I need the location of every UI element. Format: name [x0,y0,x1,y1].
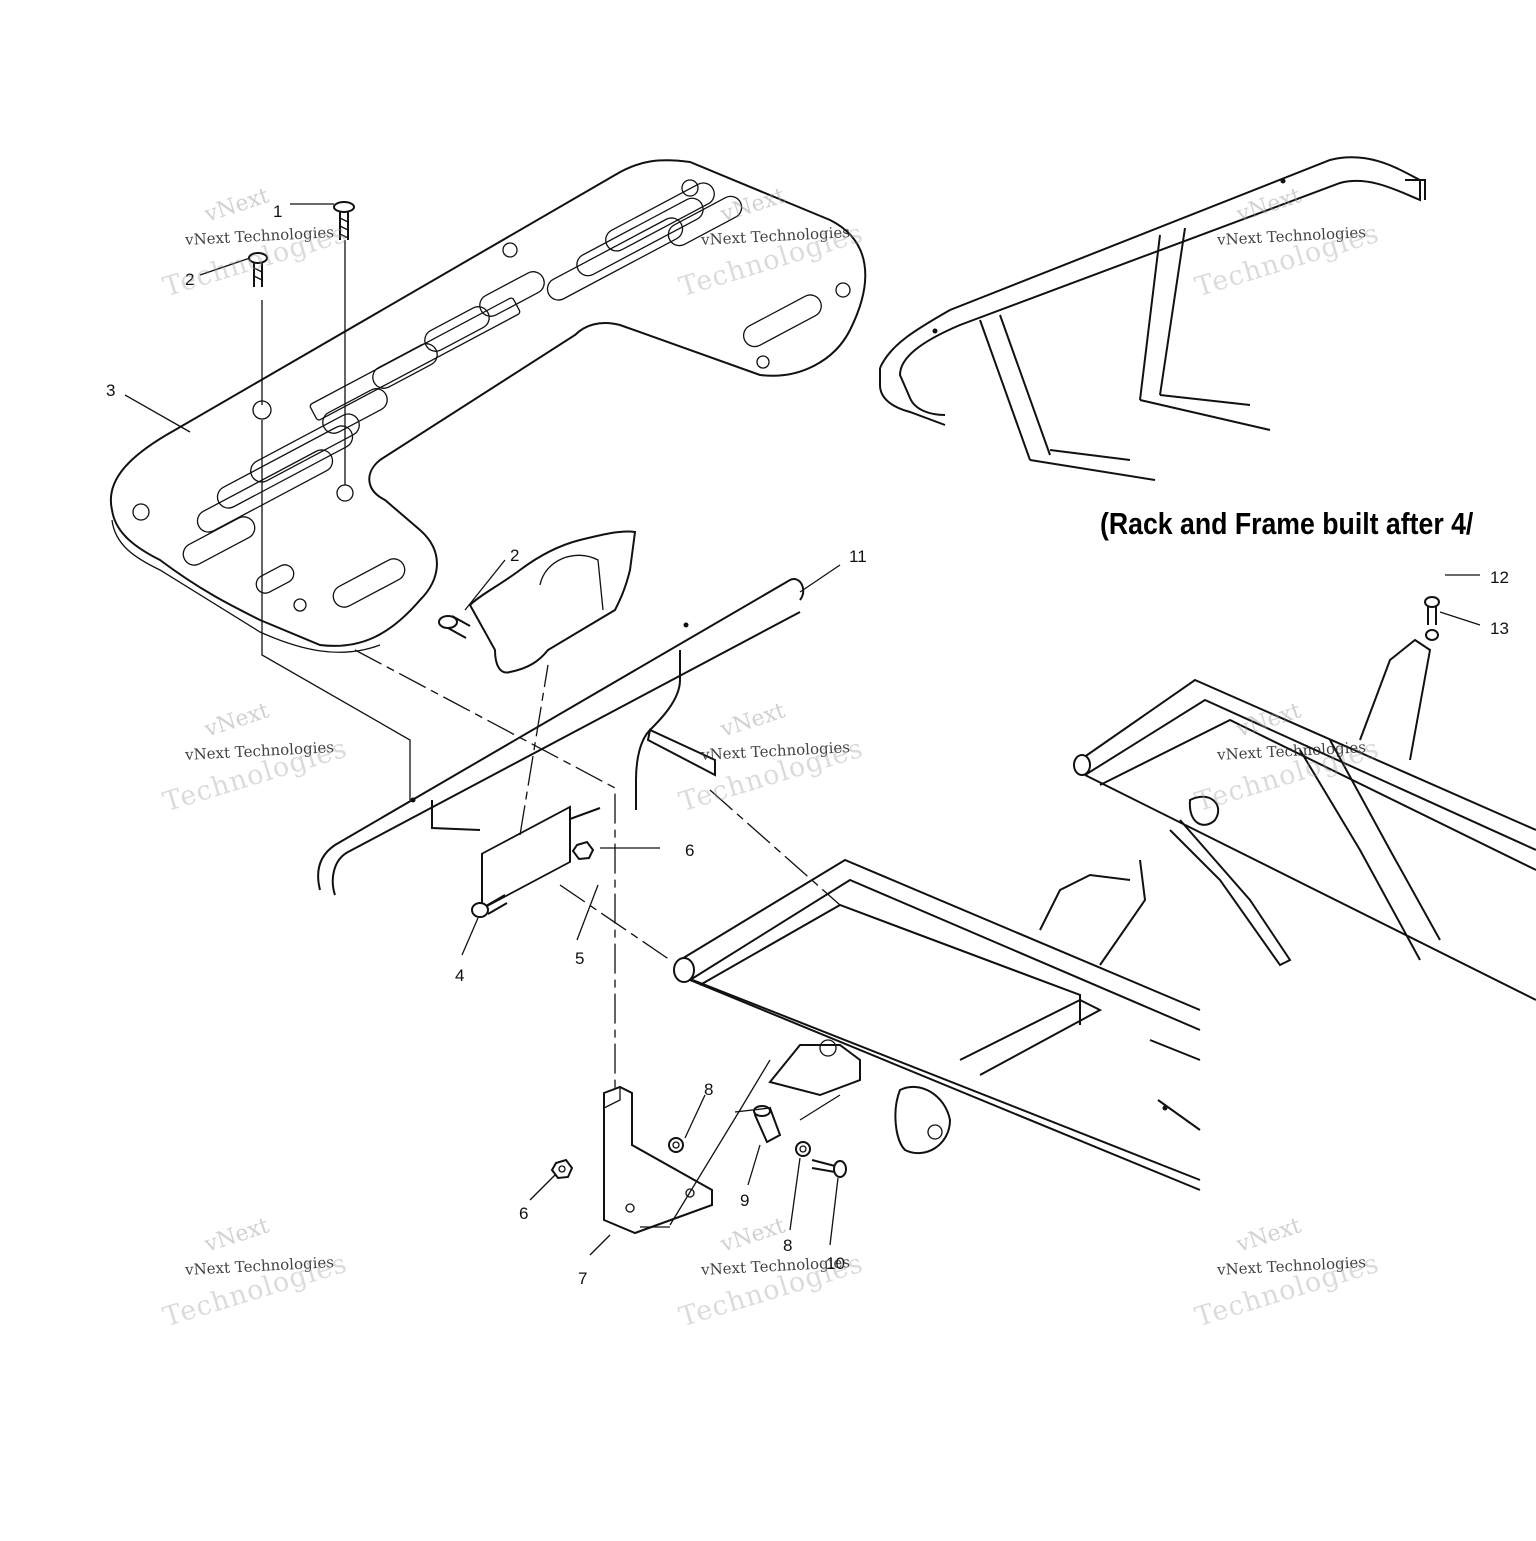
version-note: (Rack and Frame built after 4/ [1100,506,1474,541]
bracket-7 [603,1085,713,1235]
callout-12: 12 [1490,568,1509,587]
callout-4: 4 [455,966,465,985]
callout-9: 9 [740,1191,750,1210]
callout-13: 13 [1490,619,1509,638]
callout-6: 6 [685,841,695,860]
nut-6-upper [571,840,595,861]
new-chassis-frame [1073,596,1536,1001]
callout-11: 11 [849,547,867,566]
cover-plate [438,530,637,674]
callout-2b: 2 [510,546,520,565]
rear-rack [109,159,867,653]
chassis-frame [673,858,1201,1191]
callout-8b: 8 [783,1236,793,1255]
spacer-9 [753,1105,782,1144]
bolt-1 [333,201,355,240]
alignment-lines [261,240,841,1228]
callout-6b: 6 [519,1204,529,1223]
callout-3: 3 [106,381,116,400]
new-rack-rail [879,156,1426,481]
callout-7: 7 [578,1269,588,1288]
washer-8 [795,1141,811,1157]
nut-8 [668,1137,684,1153]
rear-frame-bar [317,578,805,911]
callout-5: 5 [575,949,585,968]
callout-2: 2 [185,270,195,289]
callout-1: 1 [273,202,283,221]
leader-lines [124,203,1481,1256]
nut-6-lower [550,1158,574,1180]
callout-10: 10 [826,1254,845,1273]
bolt-10 [811,1159,847,1178]
callout-8: 8 [704,1080,714,1099]
bolt-2 [248,252,268,287]
bolt-4 [471,894,508,918]
